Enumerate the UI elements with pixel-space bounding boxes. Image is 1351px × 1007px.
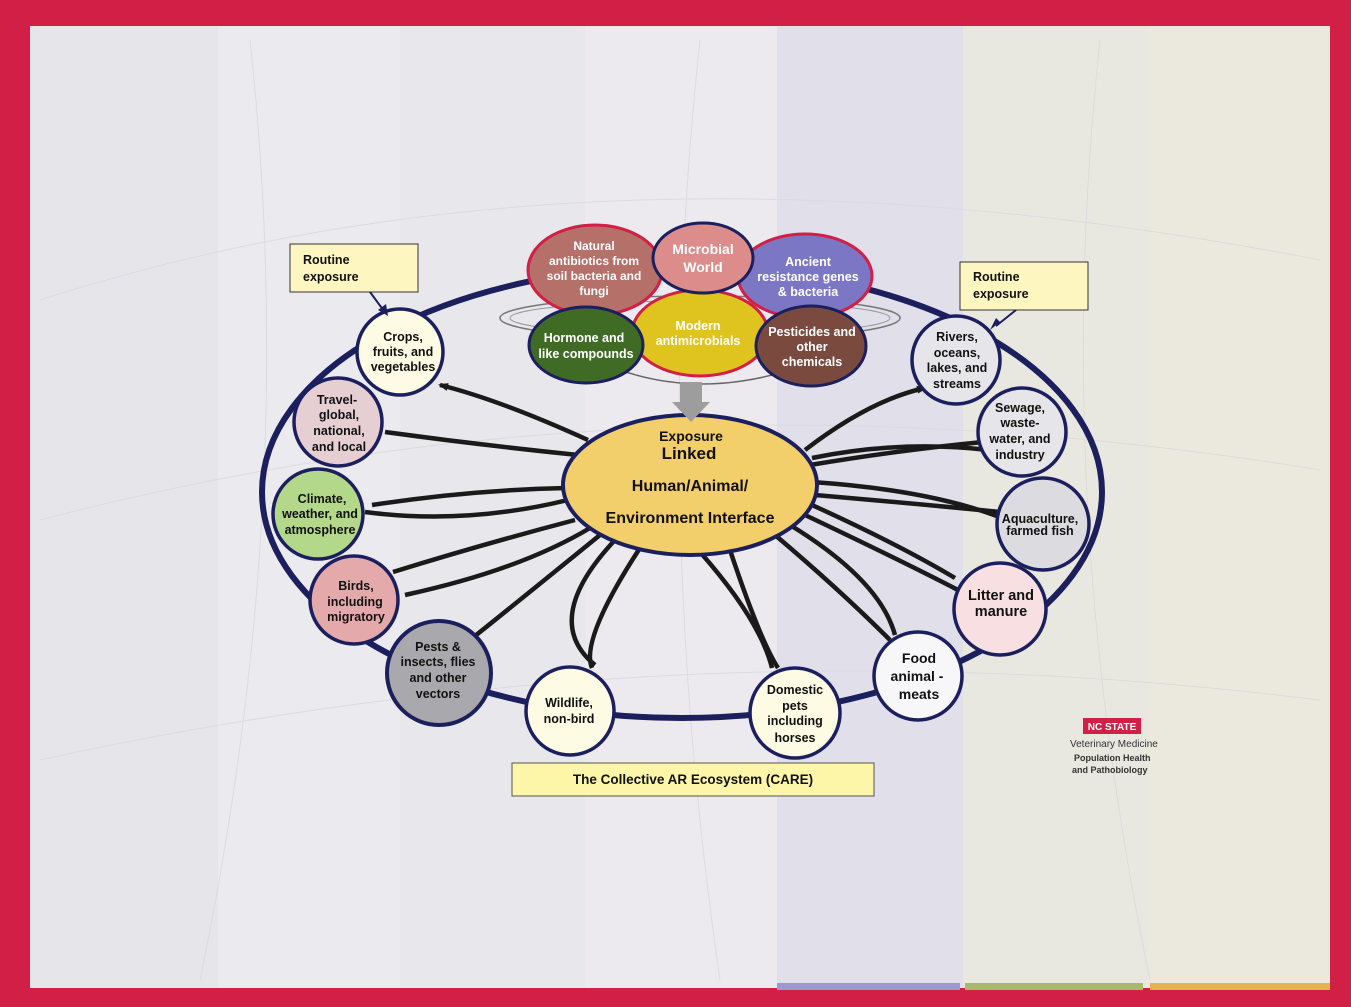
travel-line-2: global,	[319, 408, 359, 422]
travel-line-1: Travel-	[317, 393, 357, 407]
node-birds: Birds, including migratory	[308, 554, 400, 646]
center-node: Exposure Linked Human/Animal/ Environmen…	[561, 413, 819, 557]
ancient-line-1: Ancient	[785, 255, 832, 269]
bottom-tabs	[777, 983, 1330, 990]
routine-left-line-1: Routine	[303, 253, 350, 267]
domestic-line-3: including	[767, 714, 823, 728]
node-sewage: Sewage, waste- water, and industry	[976, 386, 1068, 478]
wildlife-line-2: non-bird	[544, 712, 595, 726]
logo-line-3: and Pathobiology	[1072, 765, 1148, 775]
crops-line-2: fruits, and	[373, 345, 433, 359]
rivers-line-4: streams	[933, 377, 981, 391]
pesticides-line-3: chemicals	[782, 355, 843, 369]
node-domestic: Domestic pets including horses	[748, 666, 842, 760]
crops-line-1: Crops,	[383, 330, 423, 344]
down-arrow-icon	[672, 382, 710, 422]
natural-line-3: soil bacteria and	[547, 269, 642, 283]
node-food: Food animal - meats	[872, 630, 964, 722]
hormone-line-2: like compounds	[538, 347, 633, 361]
climate-line-1: Climate,	[298, 492, 347, 506]
domestic-line-2: pets	[782, 699, 808, 713]
hormone-line-1: Hormone and	[544, 331, 625, 345]
routine-left-line-2: exposure	[303, 270, 359, 284]
travel-line-3: national,	[313, 424, 364, 438]
litter-line-1: Litter and	[968, 588, 1034, 604]
natural-line-2: antibiotics from	[549, 254, 639, 268]
sewage-line-2: waste-	[1000, 416, 1040, 430]
birds-line-1: Birds,	[338, 579, 373, 593]
ring-nodes: Crops, fruits, and vegetables Travel- gl…	[271, 307, 1091, 760]
aquaculture-line-2: farmed fish	[1006, 524, 1073, 538]
domestic-line-1: Domestic	[767, 683, 823, 697]
sewage-line-3: water, and	[988, 432, 1050, 446]
litter-line-2: manure	[975, 604, 1027, 620]
top-cluster: Natural antibiotics from soil bacteria a…	[526, 221, 874, 388]
node-litter: Litter and manure	[952, 561, 1048, 657]
microbial-line-2: World	[683, 259, 722, 275]
modern-line-1: Modern	[675, 319, 720, 333]
travel-line-4: and local	[312, 440, 366, 454]
rivers-line-1: Rivers,	[936, 330, 978, 344]
aquaculture-line-1: Aquaculture,	[1002, 512, 1078, 526]
logo-badge: NC STATE	[1088, 722, 1137, 733]
logo-line-1: Veterinary Medicine	[1070, 739, 1158, 750]
rivers-line-3: lakes, and	[927, 361, 987, 375]
birds-line-3: migratory	[327, 610, 385, 624]
domestic-line-4: horses	[775, 731, 816, 745]
center-line-3: Human/Animal/	[632, 478, 749, 495]
routine-exposure-left: Routine exposure	[289, 243, 419, 316]
food-line-2: animal -	[891, 668, 944, 684]
pests-line-1: Pests &	[415, 640, 461, 654]
pests-line-3: and other	[410, 671, 467, 685]
nc-state-logo: NC STATE Veterinary Medicine Population …	[1070, 718, 1158, 775]
ancient-line-2: resistance genes	[757, 270, 858, 284]
node-crops: Crops, fruits, and vegetables	[355, 307, 445, 397]
caption-box: The Collective AR Ecosystem (CARE)	[511, 762, 875, 797]
connector-lines	[364, 382, 1003, 670]
node-wildlife: Wildlife, non-bird	[524, 665, 616, 757]
pesticides-line-1: Pesticides and	[768, 325, 856, 339]
routine-exposure-right: Routine exposure	[959, 261, 1089, 330]
pests-line-2: insects, flies	[400, 655, 475, 669]
natural-line-1: Natural	[573, 239, 614, 253]
ancient-line-3: & bacteria	[778, 285, 839, 299]
logo-line-2: Population Health	[1074, 753, 1151, 763]
microbial-line-1: Microbial	[672, 241, 733, 257]
rivers-line-2: oceans,	[934, 346, 981, 360]
birds-line-2: including	[327, 595, 383, 609]
wildlife-line-1: Wildlife,	[545, 696, 593, 710]
node-rivers: Rivers, oceans, lakes, and streams	[910, 314, 1002, 406]
routine-right-line-1: Routine	[973, 270, 1020, 284]
sewage-line-1: Sewage,	[995, 401, 1045, 415]
node-climate: Climate, weather, and atmosphere	[271, 467, 365, 561]
center-line-4: Environment Interface	[606, 510, 775, 527]
food-line-3: meats	[899, 686, 940, 702]
node-aquaculture: Aquaculture, farmed fish	[995, 476, 1091, 572]
center-line-2: Linked	[662, 444, 717, 463]
food-line-1: Food	[902, 650, 936, 666]
sewage-line-4: industry	[995, 448, 1044, 462]
node-travel: Travel- global, national, and local	[292, 376, 384, 468]
pests-line-4: vectors	[416, 687, 461, 701]
routine-right-line-2: exposure	[973, 287, 1029, 301]
climate-line-2: weather, and	[281, 507, 358, 521]
node-pests: Pests & insects, flies and other vectors	[385, 619, 493, 727]
crops-line-3: vegetables	[371, 360, 436, 374]
natural-line-4: fungi	[579, 284, 608, 298]
modern-line-2: antimicrobials	[656, 334, 741, 348]
center-line-1: Exposure	[659, 428, 723, 444]
caption-text: The Collective AR Ecosystem (CARE)	[573, 772, 813, 787]
climate-line-3: atmosphere	[285, 523, 356, 537]
pesticides-line-2: other	[796, 340, 827, 354]
